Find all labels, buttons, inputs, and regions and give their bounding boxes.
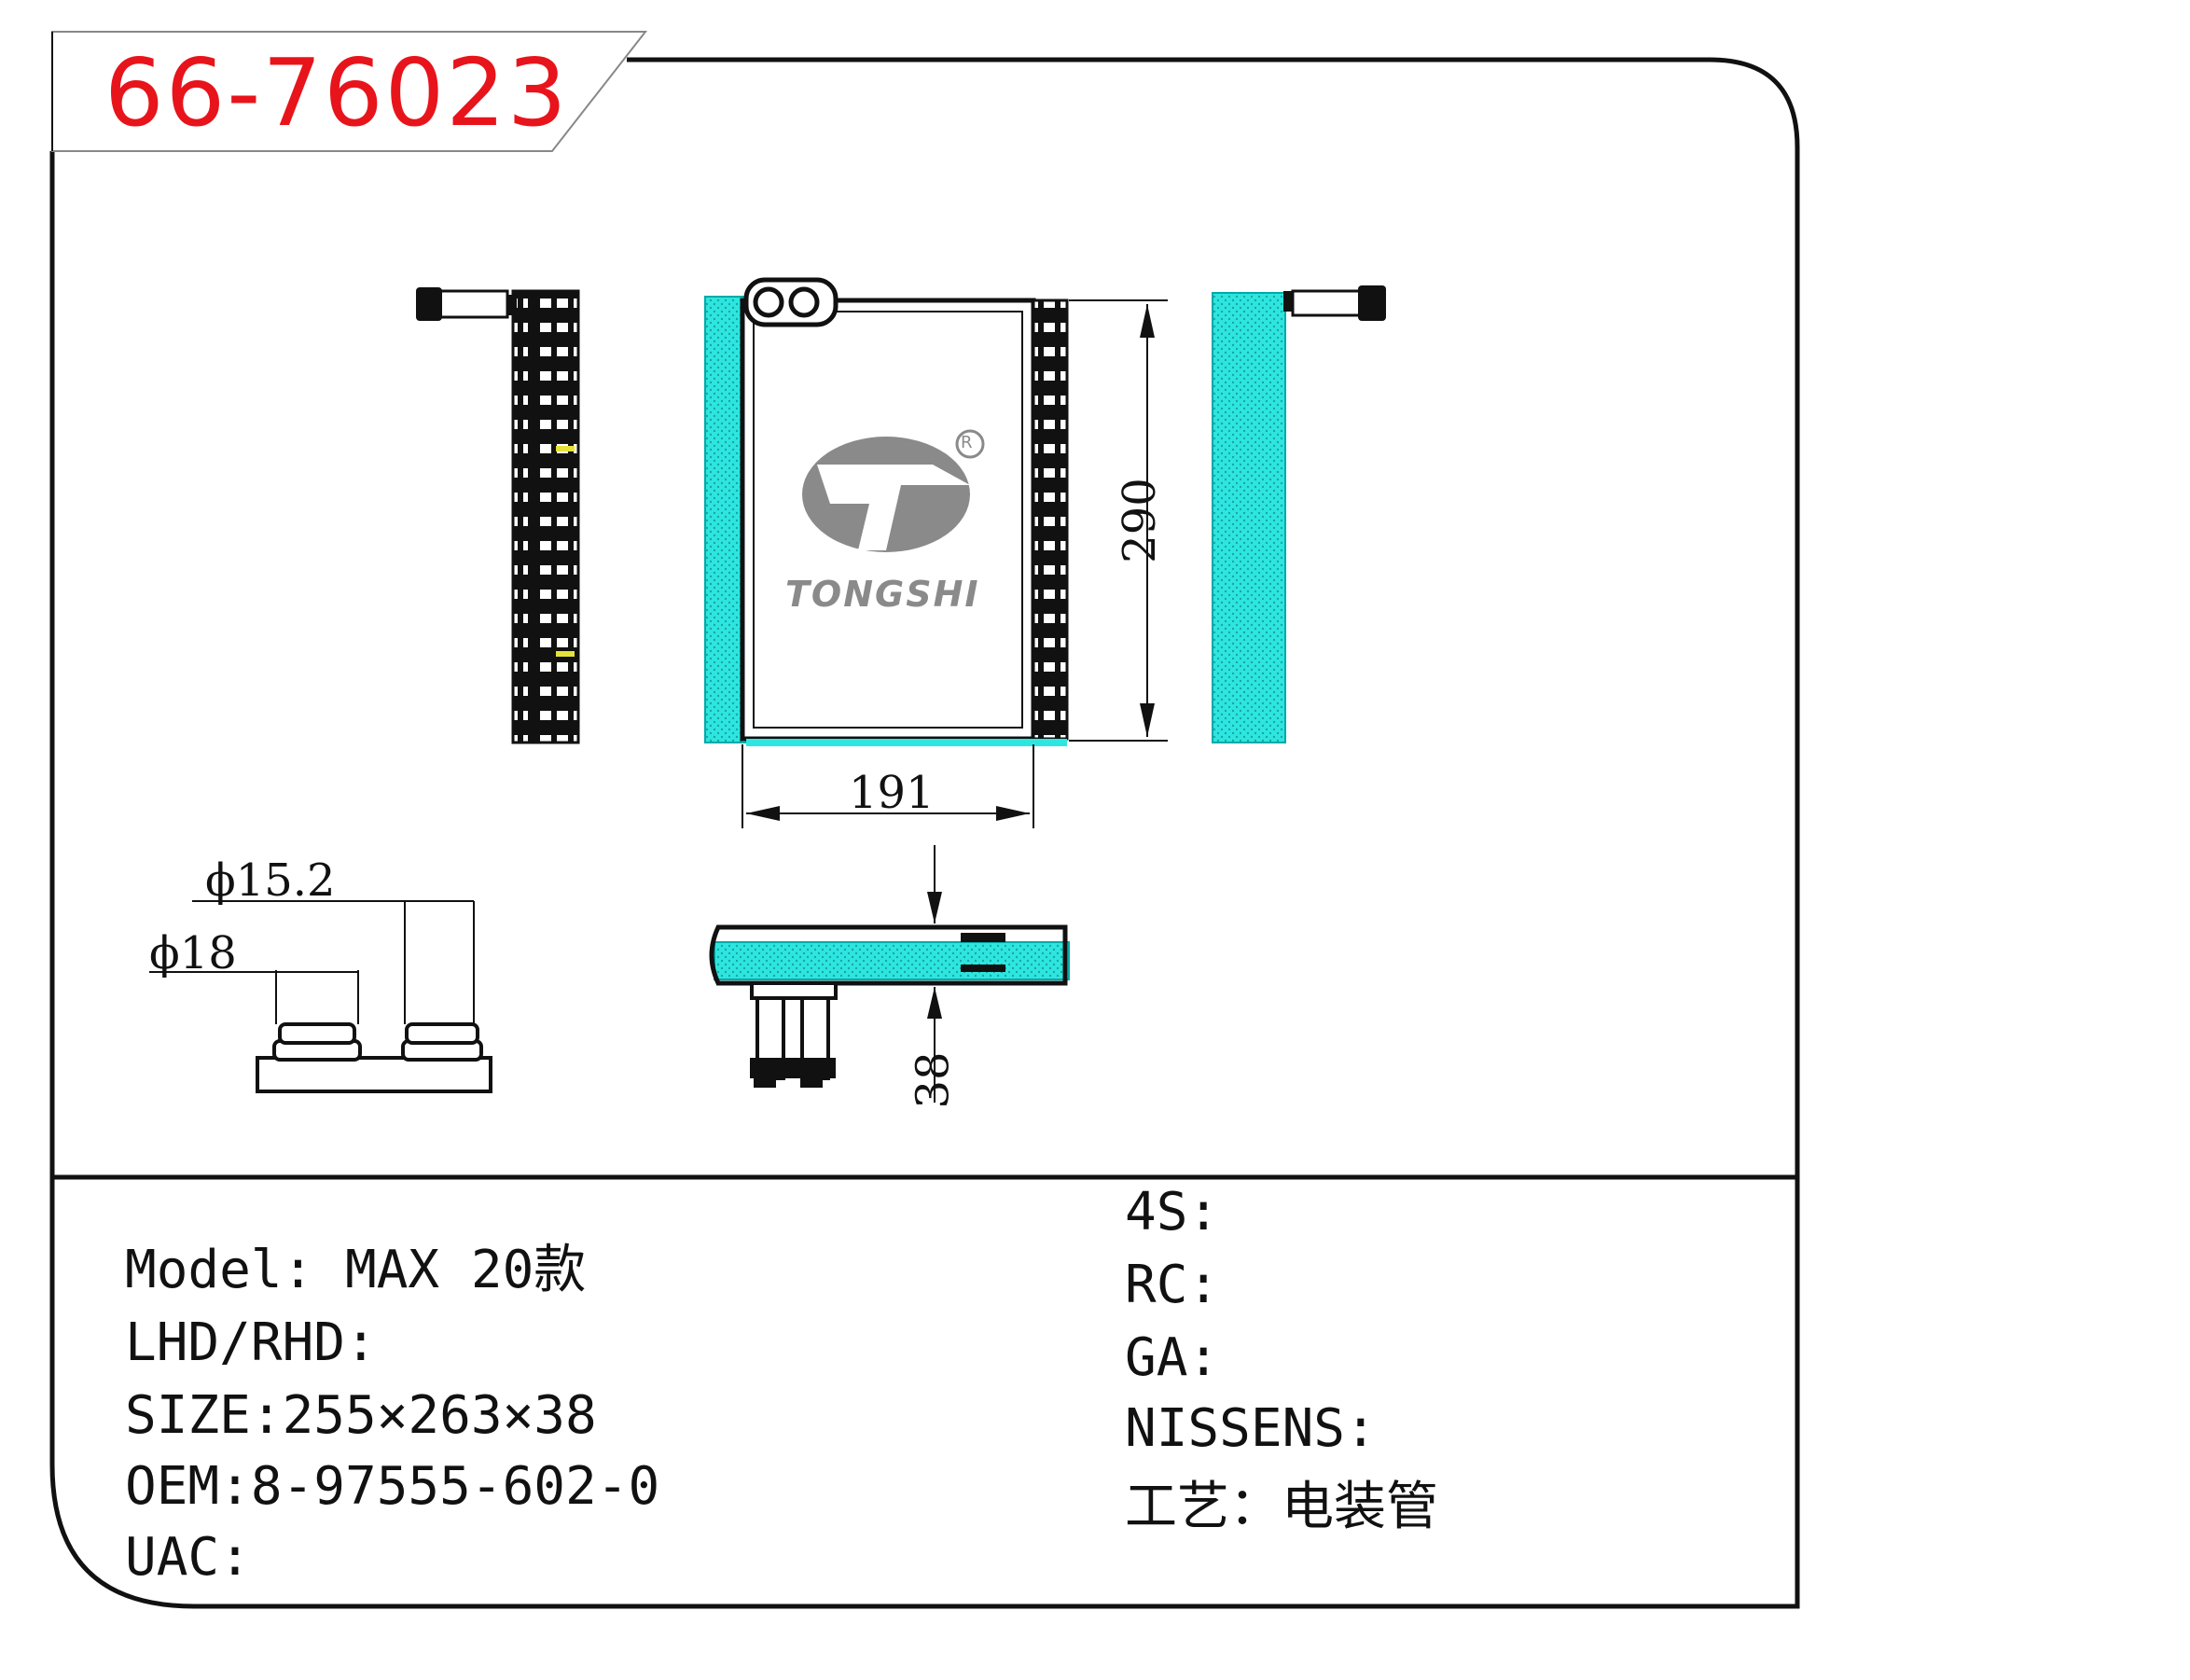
part-number: 66-76023 — [104, 38, 569, 147]
depth-label: 38 — [907, 1051, 960, 1109]
nissens-field: NISSENS: — [1125, 1398, 1377, 1459]
top-view — [709, 924, 1070, 1088]
model-field: Model: MAX 20款 — [125, 1240, 587, 1300]
pipe-flange-detail — [149, 900, 492, 1093]
lhd-rhd-field: LHD/RHD: — [125, 1312, 377, 1373]
tongshi-logo — [802, 429, 985, 552]
registered-mark: R — [961, 433, 973, 452]
depth-dimension — [927, 845, 942, 1103]
process-field: 工艺：电装管 — [1125, 1477, 1438, 1537]
height-dimension — [1069, 299, 1168, 742]
outer-frame — [49, 57, 1800, 1609]
rc-field: RC: — [1125, 1255, 1220, 1315]
size-field: SIZE:255×263×38 — [125, 1385, 597, 1446]
oem-field: OEM:8-97555-602-0 — [125, 1456, 660, 1517]
pipe-dia-2-label: ϕ18 — [149, 927, 237, 979]
height-label: 290 — [1113, 478, 1166, 563]
width-label: 191 — [849, 767, 935, 819]
uac-field: UAC: — [125, 1527, 251, 1588]
front-view — [704, 277, 1069, 746]
brand-name: TONGSHI — [785, 574, 980, 615]
4s-field: 4S: — [1125, 1182, 1220, 1243]
width-dimension — [742, 744, 1034, 828]
ga-field: GA: — [1125, 1327, 1220, 1388]
side-view-right — [1212, 285, 1386, 743]
side-view-left — [416, 287, 580, 744]
pipe-dia-1-label: ϕ15.2 — [205, 854, 336, 907]
